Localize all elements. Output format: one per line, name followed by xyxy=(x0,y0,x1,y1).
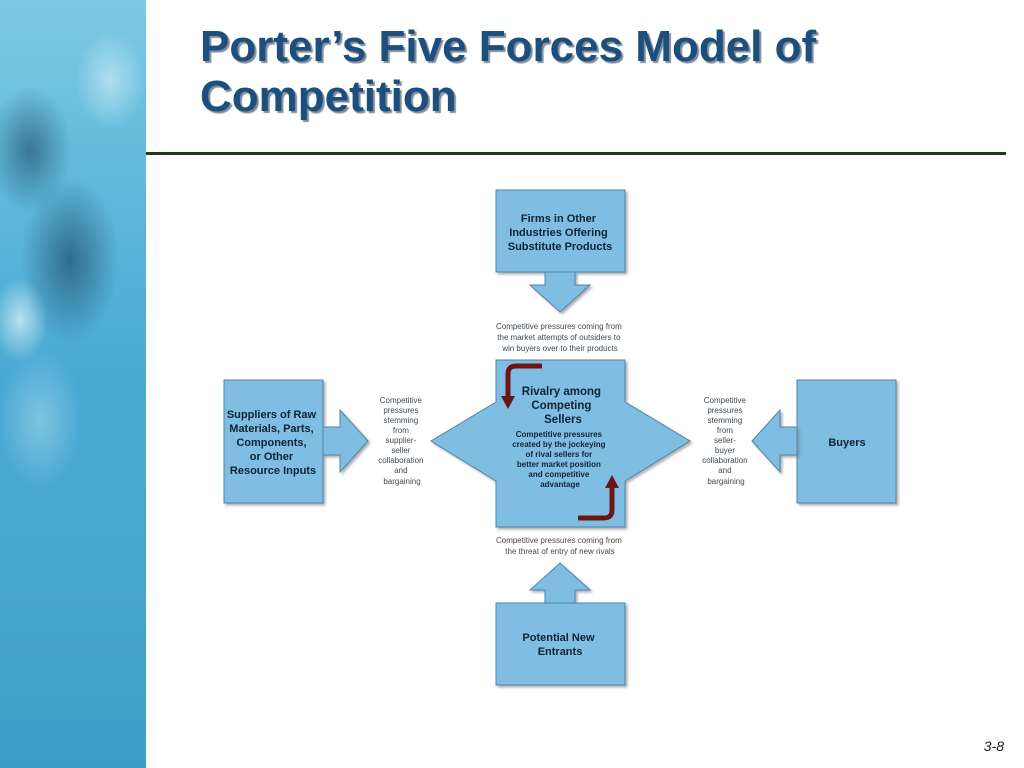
rivalry-description-line: of rival sellers for xyxy=(526,450,593,459)
rivalry-description-line: advantage xyxy=(540,480,580,489)
new-entrants-label-line: Entrants xyxy=(538,646,583,658)
supplier-note-line: supplier- xyxy=(386,436,417,445)
new-entrants-label-line: Potential New xyxy=(522,632,595,644)
substitutes-note-line: Competitive pressures coming from xyxy=(496,322,622,331)
rivalry-description-line: and competitive xyxy=(528,470,589,479)
page-number: 3-8 xyxy=(983,738,1004,754)
supplier-note-line: seller xyxy=(391,446,410,455)
buyers-label-line: Buyers xyxy=(828,437,865,449)
suppliers-label-line: or Other xyxy=(250,451,294,463)
rivalry-description-line: Competitive pressures xyxy=(516,430,603,439)
rivalry-curved-arrow-top xyxy=(505,363,542,398)
suppliers-label-line: Materials, Parts, xyxy=(229,423,313,435)
buyer-note-line: and xyxy=(718,466,731,475)
rivalry-arrowhead-bottom xyxy=(605,475,619,488)
slide-title-line-1: Porter’s Five Forces Model of xyxy=(200,22,817,71)
substitutes-note-line: the market attempts of outsiders to xyxy=(497,333,621,342)
buyers-box xyxy=(796,379,897,504)
title-divider xyxy=(146,152,1006,155)
substitutes-label-line: Industries Offering xyxy=(509,227,607,239)
buyers-label: Buyers xyxy=(828,437,865,449)
rivalry-title-line: Rivalry among xyxy=(522,386,601,398)
rivalry-title-line: Sellers xyxy=(544,414,582,426)
rivalry-title: Rivalry among Competing Sellers xyxy=(522,386,604,426)
buyer-note-line: buyer xyxy=(715,446,735,455)
rivalry-curved-arrow-bottom xyxy=(578,486,615,521)
rivalry-description-line: created by the jockeying xyxy=(512,440,605,449)
buyer-pressure-note: Competitive pressures stemming from sell… xyxy=(702,396,750,486)
slide-title-line-2: Competition xyxy=(200,72,457,121)
supplier-note-line: and xyxy=(394,466,407,475)
buyer-note-line: Competitive xyxy=(704,396,747,405)
supplier-note-line: from xyxy=(393,426,409,435)
substitutes-note-line: win buyers over to their products xyxy=(501,344,618,353)
suppliers-label: Suppliers of Raw Materials, Parts, Compo… xyxy=(227,409,319,477)
new-entrants-pressure-note: Competitive pressures coming from the th… xyxy=(496,536,624,556)
substitutes-down-arrow xyxy=(528,271,592,313)
buyer-note-line: pressures xyxy=(707,406,742,415)
rivalry-center-shape xyxy=(430,359,691,528)
buyer-note-line: stemming xyxy=(708,416,743,425)
buyer-note-line: from xyxy=(717,426,733,435)
substitutes-label-line: Firms in Other xyxy=(521,213,597,225)
rivalry-title-line: Competing xyxy=(531,400,591,412)
buyer-note-line: bargaining xyxy=(707,477,744,486)
buyer-note-line: seller- xyxy=(714,436,736,445)
slide-title: Porter’s Five Forces Model of Competitio… xyxy=(200,22,1000,122)
new-entrants-note-line: the threat of entry of new rivals xyxy=(505,547,614,556)
suppliers-right-arrow xyxy=(322,408,369,474)
substitutes-pressure-note: Competitive pressures coming from the ma… xyxy=(496,322,624,353)
buyers-left-arrow xyxy=(751,408,798,474)
supplier-note-line: pressures xyxy=(383,406,418,415)
decorative-side-band xyxy=(0,0,146,768)
supplier-pressure-note: Competitive pressures stemming from supp… xyxy=(378,396,426,486)
suppliers-box xyxy=(223,379,324,504)
rivalry-arrowhead-top xyxy=(501,396,515,409)
suppliers-label-line: Resource Inputs xyxy=(230,465,316,477)
rivalry-description-line: better market position xyxy=(517,460,601,469)
new-entrants-note-line: Competitive pressures coming from xyxy=(496,536,622,545)
new-entrants-box xyxy=(495,602,626,686)
suppliers-label-line: Components, xyxy=(236,437,306,449)
substitutes-label: Firms in Other Industries Offering Subst… xyxy=(508,213,613,253)
supplier-note-line: stemming xyxy=(384,416,419,425)
supplier-note-line: collaboration xyxy=(378,456,423,465)
rivalry-description: Competitive pressures created by the joc… xyxy=(512,430,608,489)
supplier-note-line: Competitive xyxy=(380,396,423,405)
suppliers-label-line: Suppliers of Raw xyxy=(227,409,317,421)
buyer-note-line: collaboration xyxy=(702,456,747,465)
substitutes-label-line: Substitute Products xyxy=(508,241,613,253)
new-entrants-up-arrow xyxy=(528,562,592,604)
supplier-note-line: bargaining xyxy=(383,477,420,486)
new-entrants-label: Potential New Entrants xyxy=(522,632,597,658)
